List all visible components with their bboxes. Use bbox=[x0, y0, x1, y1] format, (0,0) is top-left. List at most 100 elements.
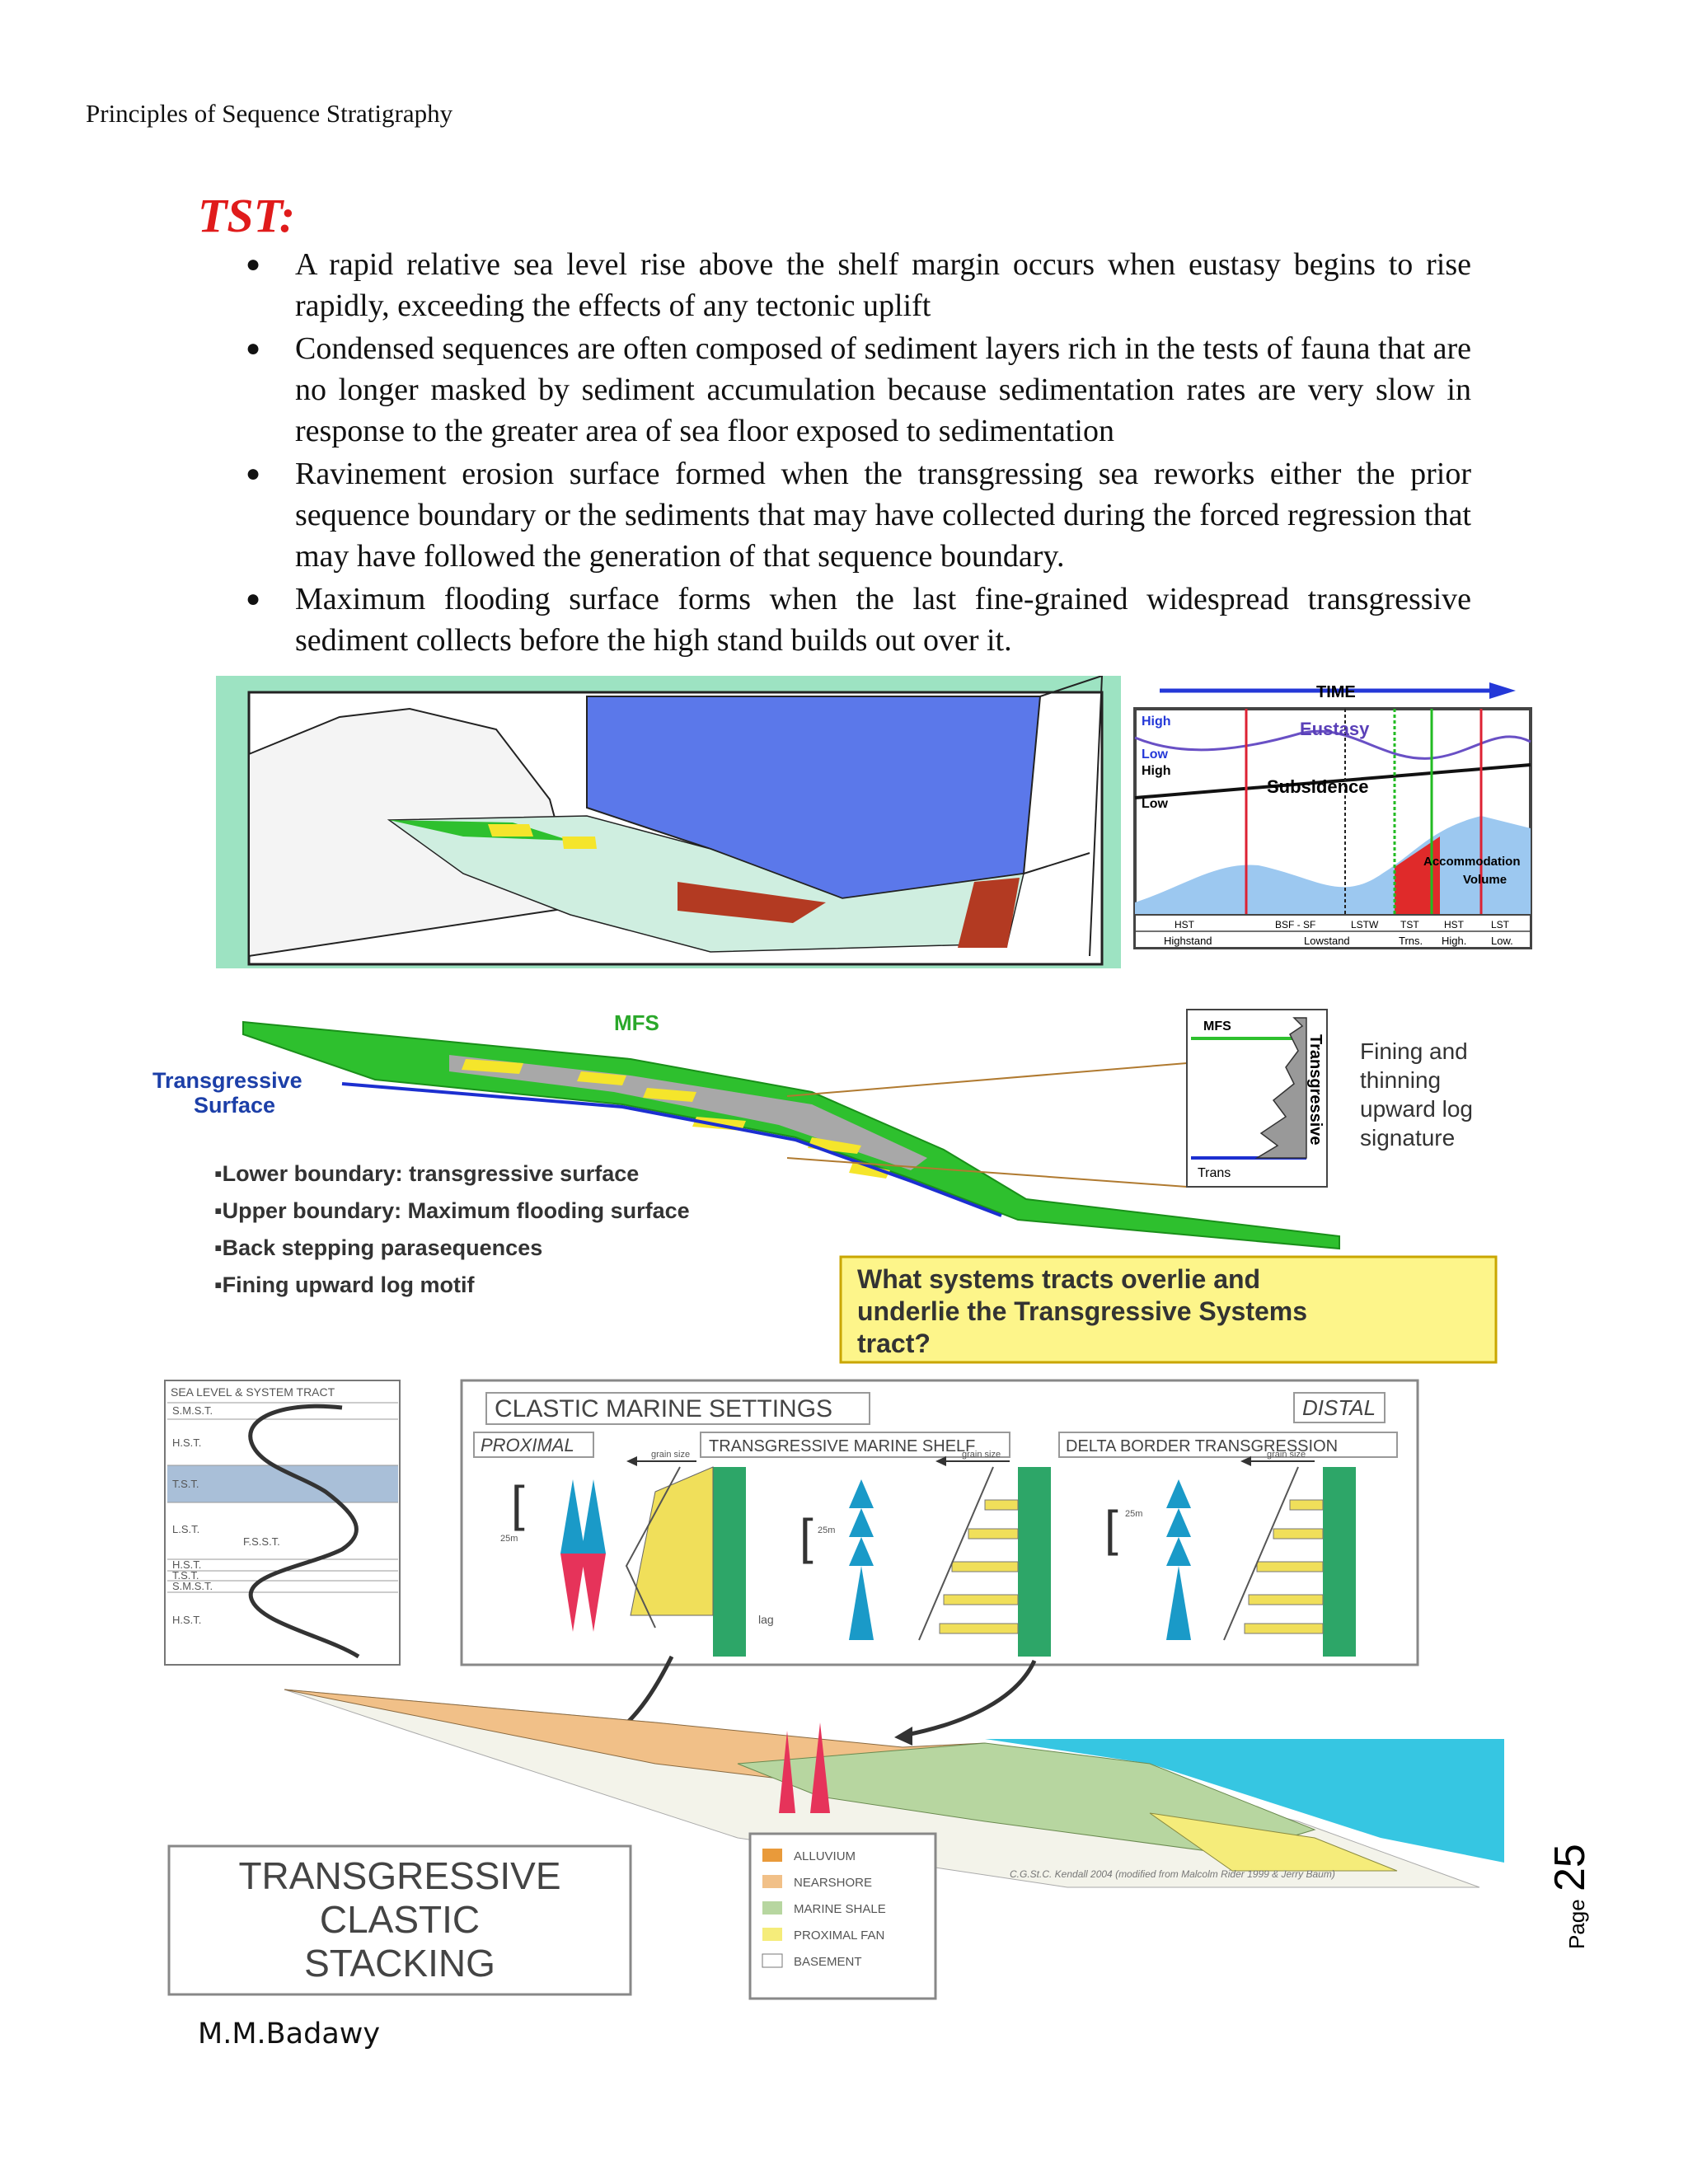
question-text: What systems tracts overlie and bbox=[857, 1264, 1260, 1294]
bullet-dot-icon: ● bbox=[246, 335, 261, 362]
block-edge bbox=[1039, 676, 1103, 697]
tst-accommodation bbox=[1395, 837, 1440, 915]
bullet-list: ●A rapid relative sea level rise above t… bbox=[239, 244, 1471, 663]
grain-size-line bbox=[918, 1466, 994, 1641]
grain-size-line bbox=[625, 1466, 681, 1629]
block-edge bbox=[1089, 676, 1103, 957]
tract-label: HST bbox=[1175, 919, 1195, 930]
scale-label: 25m bbox=[1125, 1509, 1142, 1519]
yellow-lens bbox=[643, 1088, 696, 1102]
red-arrow-icon bbox=[810, 1722, 830, 1813]
settings-title-box bbox=[485, 1392, 870, 1425]
grain-size-label: grain size bbox=[1267, 1450, 1306, 1460]
downward-triangle-icon bbox=[581, 1554, 606, 1632]
axis-high-label: High bbox=[1142, 715, 1171, 729]
signature-text: thinning bbox=[1360, 1067, 1441, 1093]
scale-label: 25m bbox=[818, 1526, 835, 1535]
section-title: TST: bbox=[198, 189, 296, 242]
tract-code: L.S.T. bbox=[172, 1523, 199, 1535]
question-box bbox=[839, 1255, 1498, 1364]
shelf-block-figure: TIME High Low High Low Eustasy Subsidenc… bbox=[216, 676, 1532, 968]
yellow-lens bbox=[462, 1059, 523, 1074]
bullet-dot-icon: ● bbox=[246, 460, 261, 487]
tract-label: LSTW bbox=[1351, 919, 1379, 930]
grain-size-line bbox=[1223, 1466, 1299, 1641]
axis-low-label: Low bbox=[1142, 748, 1169, 762]
boundary-point: ▪Back stepping parasequences bbox=[214, 1235, 542, 1260]
log-vertical-label: Transgressive bbox=[1306, 1034, 1325, 1146]
axis-low-label: Low bbox=[1142, 797, 1169, 811]
tract-code: H.S.T. bbox=[172, 1436, 201, 1449]
section-grey bbox=[449, 1055, 927, 1170]
delta-box bbox=[1058, 1432, 1398, 1458]
stacking-text: TRANSGRESSIVE bbox=[238, 1854, 560, 1897]
sea-level-panel bbox=[164, 1380, 401, 1666]
log-column bbox=[713, 1467, 746, 1657]
page-word: Page bbox=[1564, 1899, 1589, 1949]
lag-label: lag bbox=[758, 1613, 774, 1626]
bullet-item: ●Ravinement erosion surface formed when … bbox=[239, 453, 1471, 577]
scale-bracket: [ bbox=[799, 1509, 814, 1564]
legend-label: PROXIMAL FAN bbox=[794, 1929, 884, 1943]
boundary-point: ▪Lower boundary: transgressive surface bbox=[214, 1161, 639, 1186]
tract-label: BSF - SF bbox=[1275, 919, 1315, 930]
yellow-lens bbox=[849, 1162, 890, 1179]
time-chart: TIME High Low High Low Eustasy Subsidenc… bbox=[1133, 682, 1532, 949]
tract-code: T.S.T. bbox=[172, 1569, 199, 1582]
transgressive-section-figure: MFS Transgressive Surface ▪Lower boundar… bbox=[152, 1009, 1498, 1364]
legend-label: MARINE SHALE bbox=[794, 1902, 886, 1916]
distal-box bbox=[1293, 1392, 1386, 1423]
shelf-arrows bbox=[849, 1479, 874, 1640]
legend-label: ALLUVIUM bbox=[794, 1849, 856, 1863]
scale-bracket: [ bbox=[1104, 1501, 1118, 1556]
legend-swatch bbox=[762, 1849, 782, 1862]
legend-swatch bbox=[762, 1953, 783, 1968]
accommodation-label: Accommodation bbox=[1423, 855, 1521, 869]
transgressive-surface-label: Transgressive bbox=[152, 1068, 302, 1093]
clastic-stacking-figure: SEA LEVEL & SYSTEM TRACT S.M.S.T. H.S.T.… bbox=[164, 1379, 1504, 2000]
arrow-left-icon bbox=[1240, 1456, 1251, 1466]
sea-level-title: SEA LEVEL & SYSTEM TRACT bbox=[171, 1385, 335, 1399]
tract-label: Lowstand bbox=[1304, 935, 1350, 947]
proximal-fan-wedge bbox=[1149, 1812, 1398, 1872]
signature-text: signature bbox=[1360, 1125, 1455, 1151]
page-number-value: 25 bbox=[1550, 1844, 1594, 1891]
stacking-text: CLASTIC bbox=[320, 1898, 480, 1941]
delta-beds bbox=[1244, 1499, 1324, 1634]
delta-arrows bbox=[1166, 1479, 1191, 1640]
grain-size-label: grain size bbox=[962, 1450, 1001, 1460]
tract-code: T.S.T. bbox=[172, 1478, 199, 1490]
arrow-head-icon bbox=[1489, 682, 1516, 699]
signature-text: Fining and bbox=[1360, 1038, 1468, 1064]
proximal-box bbox=[473, 1432, 594, 1458]
proximal-fan-fill bbox=[630, 1466, 714, 1616]
transgressive-surface-line bbox=[341, 1082, 1002, 1217]
delta-label: DELTA BORDER TRANSGRESSION bbox=[1066, 1437, 1338, 1455]
pointer-arrow bbox=[906, 1659, 1037, 1737]
tract-label: TST bbox=[1400, 919, 1419, 930]
log-mfs-label: MFS bbox=[1203, 1019, 1231, 1033]
subsidence-label: Subsidence bbox=[1267, 776, 1368, 797]
tract-code: S.M.S.T. bbox=[172, 1580, 213, 1592]
eustasy-curve bbox=[1134, 729, 1531, 760]
arrow-left-icon bbox=[626, 1456, 637, 1466]
transgressive-surface-label: Surface bbox=[194, 1093, 275, 1118]
arrow-head-icon bbox=[894, 1727, 912, 1746]
upward-triangle-icon bbox=[560, 1479, 585, 1554]
red-layer bbox=[958, 878, 1020, 948]
tract-code: S.M.S.T. bbox=[172, 1404, 213, 1417]
tract-code: F.S.S.T. bbox=[243, 1535, 280, 1548]
yellow-layer bbox=[562, 837, 597, 849]
bullet-dot-icon: ● bbox=[246, 585, 261, 612]
legend-label: NEARSHORE bbox=[794, 1876, 872, 1890]
proximal-label: PROXIMAL bbox=[481, 1435, 574, 1455]
boundary-point: ▪Fining upward log motif bbox=[214, 1272, 476, 1297]
question-text: underlie the Transgressive Systems bbox=[857, 1296, 1307, 1326]
yellow-layer bbox=[488, 824, 533, 837]
boundary-point: ▪Upper boundary: Maximum flooding surfac… bbox=[214, 1198, 690, 1223]
legend-swatch bbox=[762, 1901, 782, 1915]
log-trans-label: Trans bbox=[1198, 1166, 1231, 1180]
tract-lines bbox=[167, 1402, 398, 1593]
subsidence-line bbox=[1134, 763, 1531, 799]
log-curve bbox=[1254, 1017, 1307, 1159]
